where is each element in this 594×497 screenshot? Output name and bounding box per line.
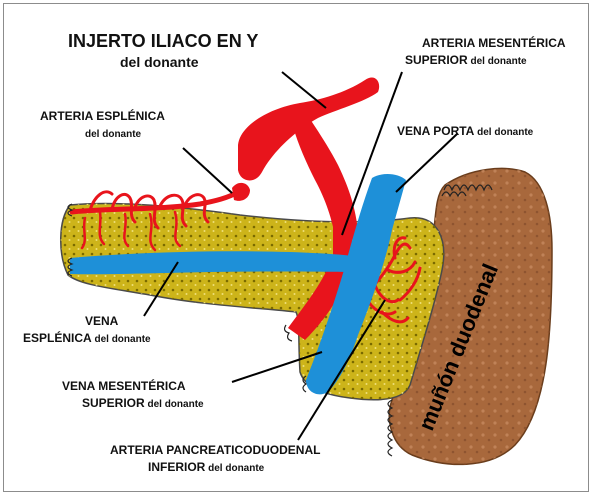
label-smv-line1: VENA MESENTÉRICA bbox=[62, 378, 186, 393]
label-portal-vein: VENA PORTA del donante bbox=[397, 124, 534, 138]
label-splenic-vein-line1: VENA bbox=[85, 314, 119, 328]
label-sma-line2: SUPERIOR del donante bbox=[405, 53, 527, 67]
label-smv-line2: SUPERIOR del donante bbox=[82, 396, 204, 410]
label-pda-line1: ARTERIA PANCREATICODUODENAL bbox=[110, 443, 320, 457]
label-iliac-graft-title: INJERTO ILIACO EN Y bbox=[68, 31, 258, 51]
label-splenic-artery-line2: del donante bbox=[85, 129, 142, 140]
label-pda-line2: INFERIOR del donante bbox=[148, 460, 265, 474]
label-iliac-graft-sub: del donante bbox=[120, 54, 199, 70]
label-splenic-vein-line2: ESPLÉNICA del donante bbox=[23, 330, 151, 345]
label-splenic-artery-line1: ARTERIA ESPLÉNICA bbox=[40, 108, 165, 123]
label-sma-line1: ARTERIA MESENTÉRICA bbox=[422, 35, 566, 50]
